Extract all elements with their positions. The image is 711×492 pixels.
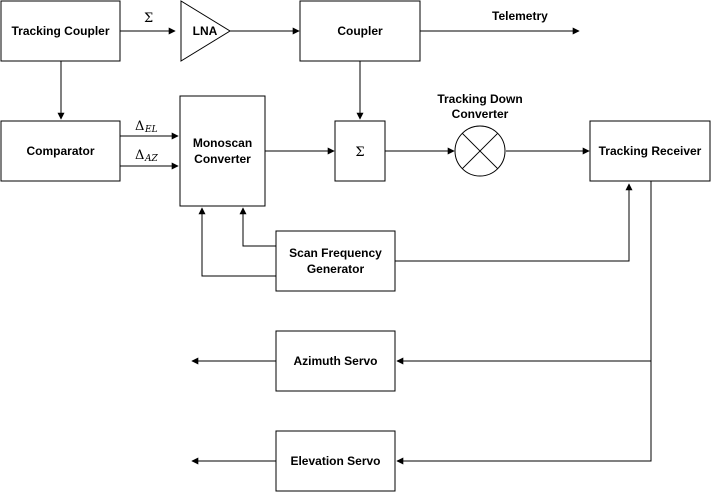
scan-frequency-generator-block: Scan Frequency Generator (275, 230, 396, 292)
monoscan-label-line1: Monoscan (193, 136, 252, 150)
tracking-down-label-line1: Tracking Down (437, 92, 522, 106)
sum-block-symbol: Σ (355, 145, 364, 160)
tracking-coupler-block: Tracking Coupler (0, 0, 121, 62)
scan-freq-label-line1: Scan Frequency (289, 246, 382, 260)
scanfreq-to-monoscan-outer-connector (198, 207, 276, 277)
tracking-coupler-label: Tracking Coupler (11, 24, 109, 38)
scan-freq-label-line2: Generator (307, 262, 365, 276)
telemetry-label: Telemetry (492, 9, 548, 23)
elevation-servo-block: Elevation Servo (275, 430, 396, 492)
coupler-label: Coupler (337, 24, 383, 38)
delta-el-label: Δ EL (135, 119, 158, 135)
comparator-label: Comparator (26, 144, 94, 158)
azimuth-servo-label: Azimuth Servo (293, 354, 377, 368)
elevation-servo-label: Elevation Servo (290, 454, 380, 468)
monoscan-converter-block: Monoscan Converter (179, 95, 266, 207)
delta-el-symbol: Δ (135, 119, 144, 134)
tracking-receiver-label: Tracking Receiver (599, 144, 702, 158)
receiver-to-azimuth-connector (396, 181, 652, 365)
monoscan-label-line2: Converter (194, 152, 251, 166)
tracking-down-converter-block: Tracking Down Converter (437, 92, 523, 177)
lna-block: LNA (180, 0, 231, 62)
tracking-receiver-block: Tracking Receiver (589, 120, 711, 182)
receiver-to-elevation-connector (396, 361, 652, 465)
coupler-block: Coupler (299, 0, 421, 62)
scanfreq-to-monoscan-inner-connector (239, 207, 276, 247)
delta-az-subscript: AZ (144, 154, 158, 164)
delta-el-subscript: EL (144, 125, 158, 135)
scanfreq-to-receiver-connector (395, 183, 633, 262)
sum-signal-label: Σ (144, 11, 153, 26)
delta-az-symbol: Δ (135, 148, 144, 163)
azimuth-servo-block: Azimuth Servo (275, 330, 396, 392)
tracking-down-label-line2: Converter (452, 107, 509, 121)
delta-az-label: Δ AZ (135, 148, 158, 164)
comparator-block: Comparator (0, 120, 121, 182)
lna-label: LNA (193, 24, 218, 38)
sum-block: Σ (334, 120, 386, 182)
